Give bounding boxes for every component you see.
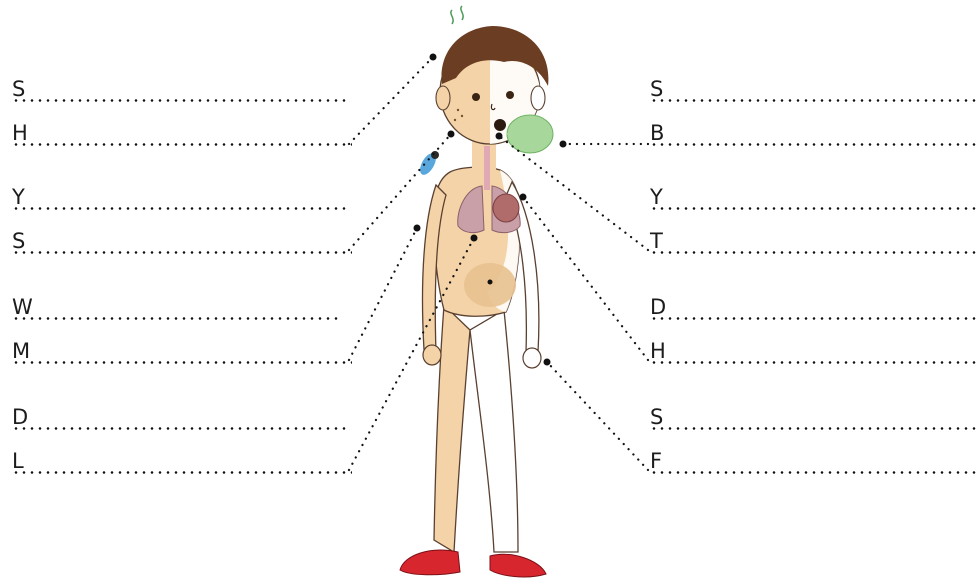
point-stomach [488,280,493,285]
point-hair [430,54,437,61]
leader-line-left-hair [349,57,433,144]
point-mouth [496,133,503,140]
point-arm [414,225,421,232]
point-lung [471,235,478,242]
leader-line-right-heart [523,197,648,360]
point-breath [560,141,567,148]
point-heart [520,194,527,201]
leader-line-left-arm [349,228,417,360]
point-cheek [448,131,455,138]
leader-line-right-hand [547,362,648,470]
point-hand [544,359,551,366]
boy-body-illustration [400,6,553,577]
